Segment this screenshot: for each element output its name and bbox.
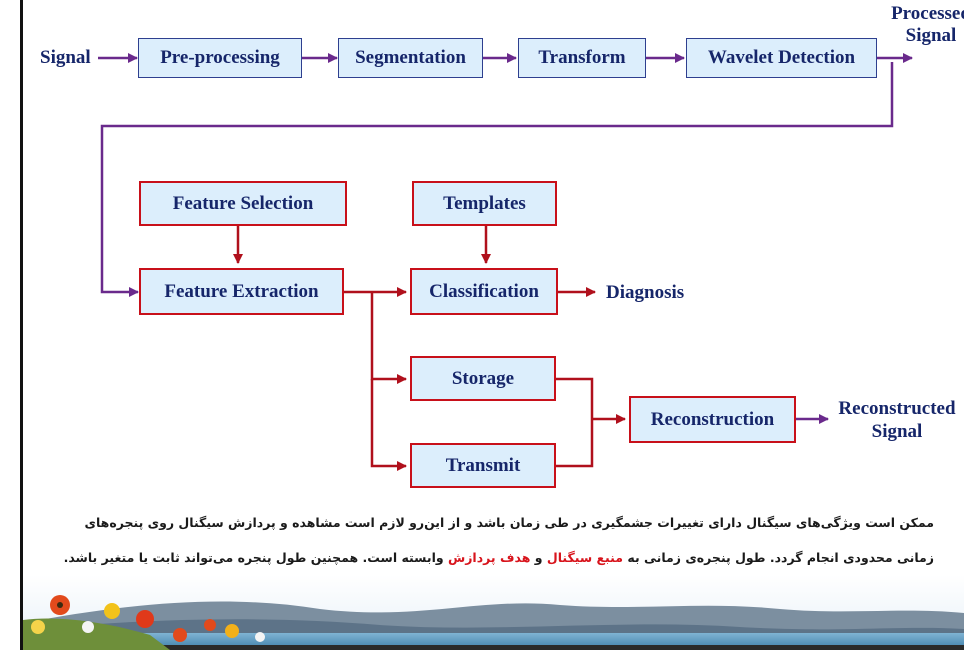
signal-label: Signal [40,47,91,68]
processed-signal-line2: Signal [905,25,957,46]
reconstructed-signal-line1: Reconstructed [838,398,956,419]
processed-signal-line1: Processed [891,3,964,24]
processed-signal-label: Processed Signal [876,3,964,47]
transform-box: Transform [518,38,646,78]
arrow-to-transmit [370,379,407,471]
merge-line [556,377,594,468]
diagnosis-label: Diagnosis [606,282,685,303]
note-line-2-part2: وابسته است. همچنین طول پنجره می‌تواند ثا… [63,550,444,565]
note-line-2-part1: زمانی محدودی انجام گردد. طول پنجره‌ی زما… [627,550,934,565]
wavelet-detection-box: Wavelet Detection [686,38,877,78]
landscape-footer [23,575,964,650]
feature-selection-box: Feature Selection [139,181,347,226]
classification-box: Classification [410,268,558,315]
footer-flowers [23,595,265,650]
arrow-to-storage [370,292,407,384]
slide-left-border [20,0,23,650]
note-line-2: زمانی محدودی انجام گردد. طول پنجره‌ی زما… [14,550,934,565]
preprocessing-box: Pre-processing [138,38,302,78]
reconstructed-signal-line2: Signal [871,421,923,442]
note-highlight-signal-source: منبع سیگنال [546,550,624,565]
arrow-loop-to-feature-extraction [100,62,894,297]
feature-extraction-box: Feature Extraction [139,268,344,315]
reconstructed-signal-label: Reconstructed Signal [832,397,962,443]
templates-box: Templates [412,181,557,226]
transmit-box: Transmit [410,443,556,488]
reconstruction-box: Reconstruction [629,396,796,443]
note-highlight-processing-goal: هدف پردازش [447,550,531,565]
footer-bottom-bar [23,645,964,650]
segmentation-box: Segmentation [338,38,483,78]
note-and: و [534,550,543,565]
note-line-1: ممکن است ویژگی‌های سیگنال دارای تغییرات … [84,515,935,530]
storage-box: Storage [410,356,556,401]
